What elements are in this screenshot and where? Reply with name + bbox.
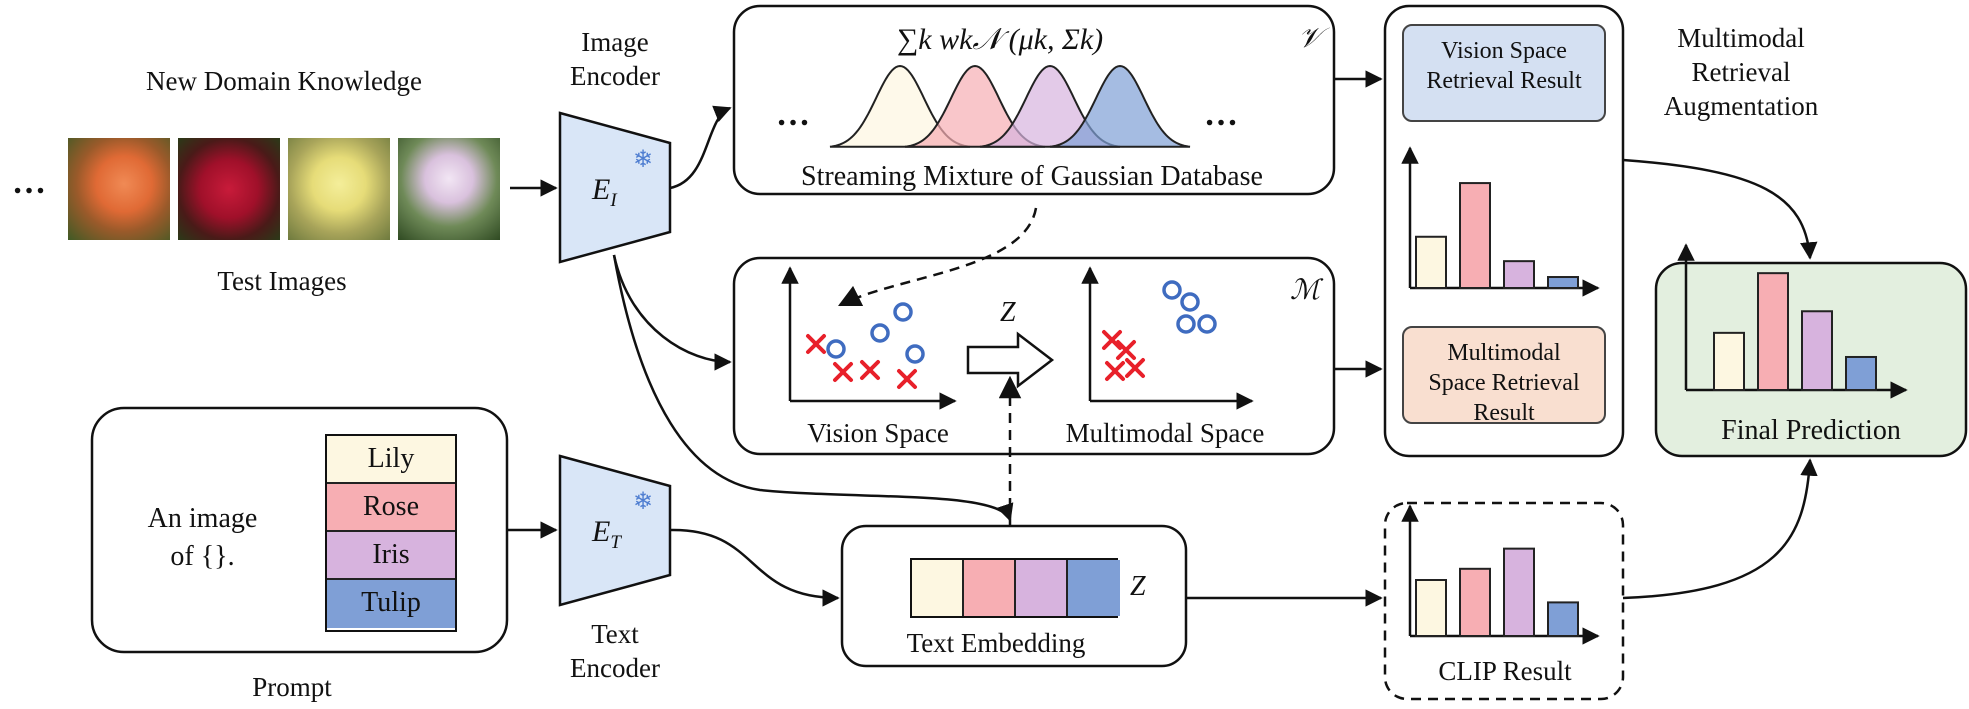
final-chart (1677, 243, 1908, 399)
embedding-cell-lily (912, 560, 964, 616)
clip-chart-bar (1459, 567, 1491, 637)
clip-result-label: CLIP Result (1438, 656, 1572, 686)
clip-chart-bar (1503, 547, 1535, 638)
flower-photo (398, 138, 500, 240)
gaussian-curve (1049, 64, 1191, 148)
dashed-arrow-gmm-to-vision (837, 207, 1038, 307)
bar-charts (1401, 146, 1908, 645)
cross-stroke (1105, 361, 1125, 381)
cross-marker (806, 334, 826, 354)
text-embedding-vector (910, 558, 1120, 618)
new-domain-label: New Domain Knowledge (146, 66, 422, 96)
circle-marker (870, 323, 890, 343)
circle-marker (1176, 314, 1196, 334)
class-lily: Lily (327, 436, 455, 484)
cross-stroke (833, 362, 853, 382)
clip-chart-bar (1415, 579, 1447, 637)
circle-marker (893, 302, 913, 322)
circle-marker (826, 339, 846, 359)
z-transform-label: Z (1000, 297, 1016, 328)
multimodal-space-label: Multimodal Space (1065, 418, 1265, 448)
retrieval-chart (1401, 146, 1600, 297)
embedding-cell-tulip (1068, 560, 1120, 616)
class-tulip: Tulip (327, 580, 455, 628)
clip-chart-bar (1547, 601, 1579, 638)
text-encoder-shape (558, 454, 672, 607)
class-list: Lily Rose Iris Tulip (325, 434, 457, 632)
cross-marker (1125, 358, 1145, 378)
cross-marker (833, 362, 853, 382)
text-embedding-label: Text Embedding (906, 628, 1086, 658)
image-encoder-shape (558, 111, 672, 264)
prompt-label: Prompt (252, 672, 332, 702)
final-prediction-label: Final Prediction (1721, 415, 1901, 446)
cross-stroke (1102, 330, 1122, 350)
vision-space-label: Vision Space (807, 418, 949, 448)
ellipsis-left: … (12, 164, 48, 201)
connectors (507, 70, 1818, 607)
z-embedding-label: Z (1130, 571, 1146, 602)
embedding-cell-iris (1016, 560, 1068, 616)
cross-marker (860, 360, 880, 380)
flower-photo (68, 138, 170, 240)
cross-marker (1102, 330, 1122, 350)
image-encoder-symbol: EI (592, 173, 617, 211)
scatter-markers (806, 280, 1217, 389)
arrow-encoder-to-space (612, 254, 732, 371)
z-transform-arrow (966, 331, 1055, 389)
cross-marker (897, 369, 917, 389)
class-iris: Iris (327, 532, 455, 580)
snowflake-icon: ❄ (633, 147, 654, 173)
circle-marker (1180, 292, 1200, 312)
circle-marker (1197, 314, 1217, 334)
retrieval-chart-bar (1459, 182, 1491, 289)
circle-marker (1162, 280, 1182, 300)
arrow-text-encoder-to-embedding (669, 528, 840, 607)
final-chart-bar (1713, 331, 1745, 392)
multimodal-space-axes (1081, 266, 1254, 410)
gmm-formula: ∑k wk𝒩 (μk, Σk) (896, 23, 1104, 56)
retrieval-chart-bar (1415, 235, 1447, 289)
final-chart-bar (1801, 310, 1833, 392)
arrow-retrieval-to-final (1622, 158, 1818, 260)
final-chart-bar (1757, 272, 1789, 391)
cross-marker (1116, 340, 1136, 360)
cross-marker (1105, 361, 1125, 381)
text-encoder-symbol: ET (592, 515, 621, 553)
snowflake-icon: ❄ (633, 489, 654, 515)
vision-space-axes (781, 266, 957, 410)
ellipsis-gmm-right: … (1204, 96, 1240, 133)
flower-photo (178, 138, 280, 240)
arrow-encoder-to-gmm (669, 105, 732, 190)
v-symbol: 𝒱 (1298, 23, 1322, 54)
arrow-clip-to-final (1622, 458, 1818, 600)
cross-stroke (1125, 358, 1145, 378)
cross-stroke (860, 360, 880, 380)
gaussian-curves (829, 64, 1191, 148)
cross-stroke (1116, 340, 1136, 360)
retrieval-chart-bar (1547, 276, 1579, 289)
circle-marker (905, 344, 925, 364)
class-rose: Rose (327, 484, 455, 532)
arrow-encoder-to-embedding (612, 254, 1014, 522)
embedding-cell-rose (964, 560, 1016, 616)
cross-stroke (806, 334, 826, 354)
cross-stroke (897, 369, 917, 389)
flower-photo (288, 138, 390, 240)
clip-chart (1401, 504, 1600, 645)
m-symbol: ℳ (1290, 275, 1320, 306)
ellipsis-gmm-left: … (776, 96, 812, 133)
retrieval-chart-bar (1503, 260, 1535, 290)
final-chart-bar (1845, 355, 1877, 392)
test-images-label: Test Images (217, 266, 347, 296)
gmm-caption: Streaming Mixture of Gaussian Database (801, 161, 1263, 192)
